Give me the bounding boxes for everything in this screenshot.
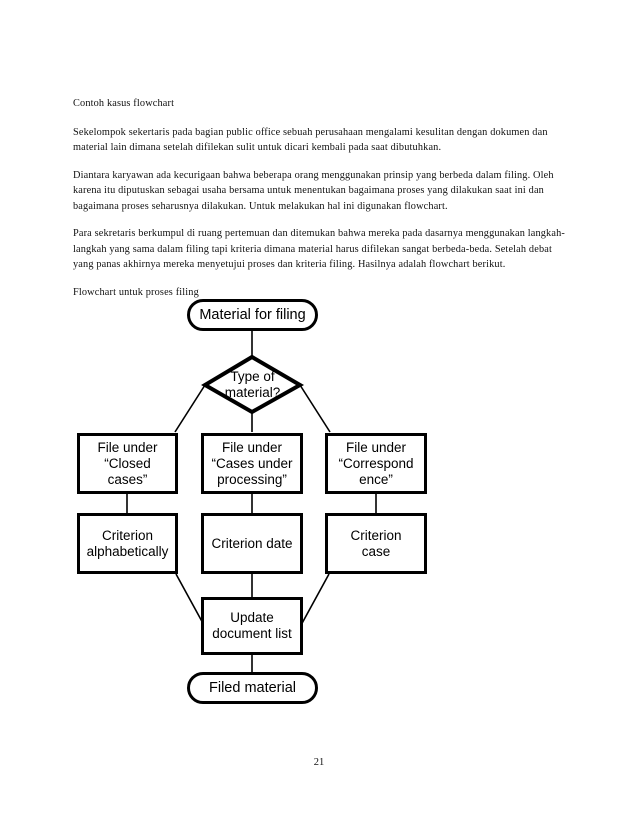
node-material-for-filing[interactable]: Material for filing (187, 299, 318, 331)
node-file-under-closed-cases[interactable]: File under “Closed cases” (77, 433, 178, 494)
node-filed-material[interactable]: Filed material (187, 672, 318, 704)
paragraph-2: Diantara karyawan ada kecurigaan bahwa b… (73, 169, 554, 212)
node-type-of-material[interactable]: Type of material? (205, 357, 300, 412)
paragraph-intro: Contoh kasus flowchart (73, 98, 175, 109)
document-text-block: Contoh kasus flowchart Sekelompok sekert… (73, 96, 565, 312)
paragraph-3: Para sekretaris berkumpul di ruang perte… (73, 228, 565, 270)
connector-decision-to-file-correspondence (299, 384, 331, 433)
node-criterion-case[interactable]: Criterion case (325, 513, 427, 574)
connector-decision-to-file-closed (174, 384, 206, 433)
connector-criterion-case-to-update (299, 573, 330, 628)
paragraph-1: Sekelompok sekertaris pada bagian public… (73, 126, 548, 154)
node-criterion-date[interactable]: Criterion date (201, 513, 303, 574)
flowchart-caption: Flowchart untuk proses filing (73, 286, 199, 298)
node-file-under-cases-under-processing[interactable]: File under “Cases under processing” (201, 433, 303, 494)
page-number: 21 (313, 757, 325, 768)
node-file-under-correspondence[interactable]: File under “Correspond ence” (325, 433, 427, 494)
node-update-document-list[interactable]: Update document list (201, 597, 303, 655)
node-criterion-alphabetically[interactable]: Criterion alphabetically (77, 513, 178, 574)
node-type-of-material-label: Type of material? (224, 368, 281, 400)
